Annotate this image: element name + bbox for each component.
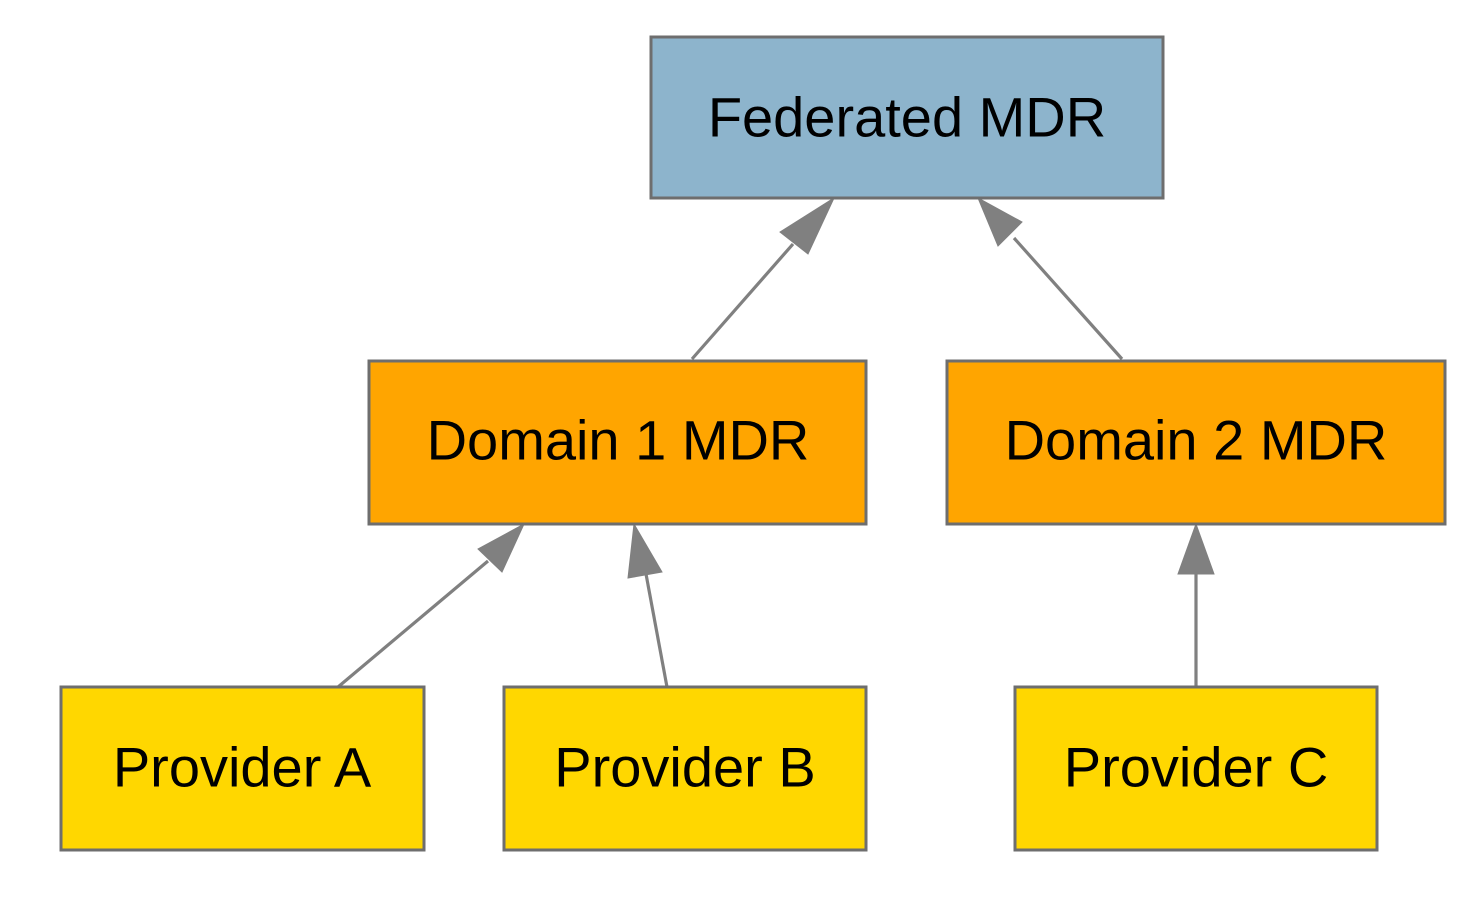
node-domain-1-mdr: Domain 1 MDR (367, 359, 868, 526)
arrowhead-icon (779, 196, 836, 255)
node-label: Domain 2 MDR (1005, 409, 1388, 472)
node-provider-b: Provider B (502, 685, 868, 852)
node-label: Domain 1 MDR (427, 409, 810, 472)
edge-providerB-to-domain1 (627, 522, 669, 688)
node-provider-c: Provider C (1013, 685, 1379, 852)
node-label: Federated MDR (708, 86, 1106, 149)
edges (336, 196, 1215, 689)
node-federated-mdr: Federated MDR (649, 35, 1165, 200)
edge-domain1-to-federated (690, 196, 836, 361)
node-provider-a: Provider A (59, 685, 426, 852)
arrowhead-icon (627, 522, 663, 579)
arrowhead-icon (1177, 522, 1215, 575)
edge-providerA-to-domain1 (336, 522, 526, 689)
edge-domain2-to-federated (976, 196, 1124, 361)
node-label: Provider B (554, 736, 815, 799)
node-label: Provider C (1064, 736, 1329, 799)
arrowhead-icon (976, 196, 1023, 247)
edge-providerC-to-domain2 (1177, 522, 1215, 687)
node-domain-2-mdr: Domain 2 MDR (945, 359, 1447, 526)
arrowhead-icon (477, 522, 526, 573)
node-label: Provider A (113, 736, 372, 799)
